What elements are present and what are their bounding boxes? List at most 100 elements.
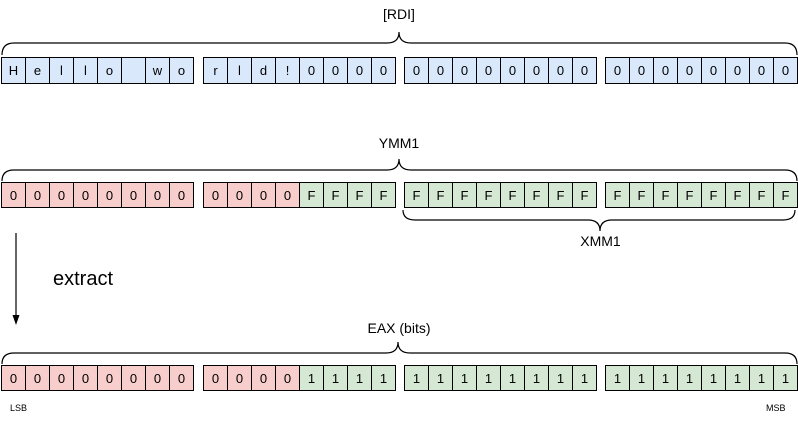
cell: 0 (725, 57, 750, 84)
cell: F (347, 182, 372, 208)
cell: 1 (500, 365, 525, 391)
cell: 1 (749, 365, 774, 391)
cell: 0 (97, 182, 122, 208)
cell: 0 (49, 365, 74, 391)
cell: F (299, 182, 324, 208)
cell: 0 (572, 57, 597, 84)
cell: F (500, 182, 525, 208)
cell: 1 (548, 365, 573, 391)
cell: 1 (605, 365, 630, 391)
cell: 1 (476, 365, 501, 391)
cell: 1 (452, 365, 477, 391)
cell: 1 (347, 365, 372, 391)
cell: 0 (169, 365, 194, 391)
cell: 1 (701, 365, 726, 391)
cell: 0 (452, 57, 477, 84)
cell: 1 (629, 365, 654, 391)
cell: 0 (251, 365, 276, 391)
cell: F (629, 182, 654, 208)
cell: 1 (371, 365, 396, 391)
cell: l (49, 57, 74, 84)
cell: 0 (169, 182, 194, 208)
cell: 0 (97, 365, 122, 391)
cell: 1 (653, 365, 678, 391)
xmm1-brace (402, 209, 796, 232)
cell: 0 (203, 365, 228, 391)
cell: F (548, 182, 573, 208)
cell: 0 (275, 182, 300, 208)
cell: 0 (773, 57, 798, 84)
cell: F (725, 182, 750, 208)
cell: F (749, 182, 774, 208)
cell: F (428, 182, 453, 208)
cell: 1 (677, 365, 702, 391)
cell: F (653, 182, 678, 208)
cell: 0 (251, 182, 276, 208)
cell: 0 (476, 57, 501, 84)
ymm1-label: YMM1 (378, 135, 420, 151)
cell: 0 (121, 365, 146, 391)
cell: 0 (428, 57, 453, 84)
cell: o (97, 57, 122, 84)
cell: 0 (49, 182, 74, 208)
cell: 0 (677, 57, 702, 84)
cell: l (227, 57, 252, 84)
cell: 0 (629, 57, 654, 84)
cell: 0 (323, 57, 348, 84)
msb-label: MSB (766, 403, 786, 413)
cell: 0 (605, 57, 630, 84)
cell: 0 (121, 182, 146, 208)
cell: 1 (428, 365, 453, 391)
cell: 1 (773, 365, 798, 391)
cell: w (145, 57, 170, 84)
cell: 0 (548, 57, 573, 84)
cell: 0 (145, 365, 170, 391)
cell: 0 (404, 57, 429, 84)
cell: F (323, 182, 348, 208)
cell: l (73, 57, 98, 84)
cell: 0 (145, 182, 170, 208)
cell: 0 (371, 57, 396, 84)
cell: o (169, 57, 194, 84)
cell: 0 (25, 182, 50, 208)
cell: 0 (749, 57, 774, 84)
xmm1-label: XMM1 (580, 233, 621, 249)
cell: 0 (701, 57, 726, 84)
cell: F (452, 182, 477, 208)
cell: F (572, 182, 597, 208)
cell: 0 (299, 57, 324, 84)
cell: F (404, 182, 429, 208)
cell: 0 (25, 365, 50, 391)
cell: 0 (275, 365, 300, 391)
cell: 1 (524, 365, 549, 391)
rdi-label: [RDI] (383, 6, 415, 22)
cell: r (203, 57, 228, 84)
cell: F (773, 182, 798, 208)
cell: 0 (73, 182, 98, 208)
cell: 0 (203, 182, 228, 208)
eax-label: EAX (bits) (367, 320, 431, 336)
cell: 1 (299, 365, 324, 391)
cell: 0 (524, 57, 549, 84)
cell: 0 (73, 365, 98, 391)
ymm1-brace (1, 158, 798, 182)
lsb-label: LSB (10, 403, 28, 413)
cell: 1 (323, 365, 348, 391)
cell: ! (275, 57, 300, 84)
